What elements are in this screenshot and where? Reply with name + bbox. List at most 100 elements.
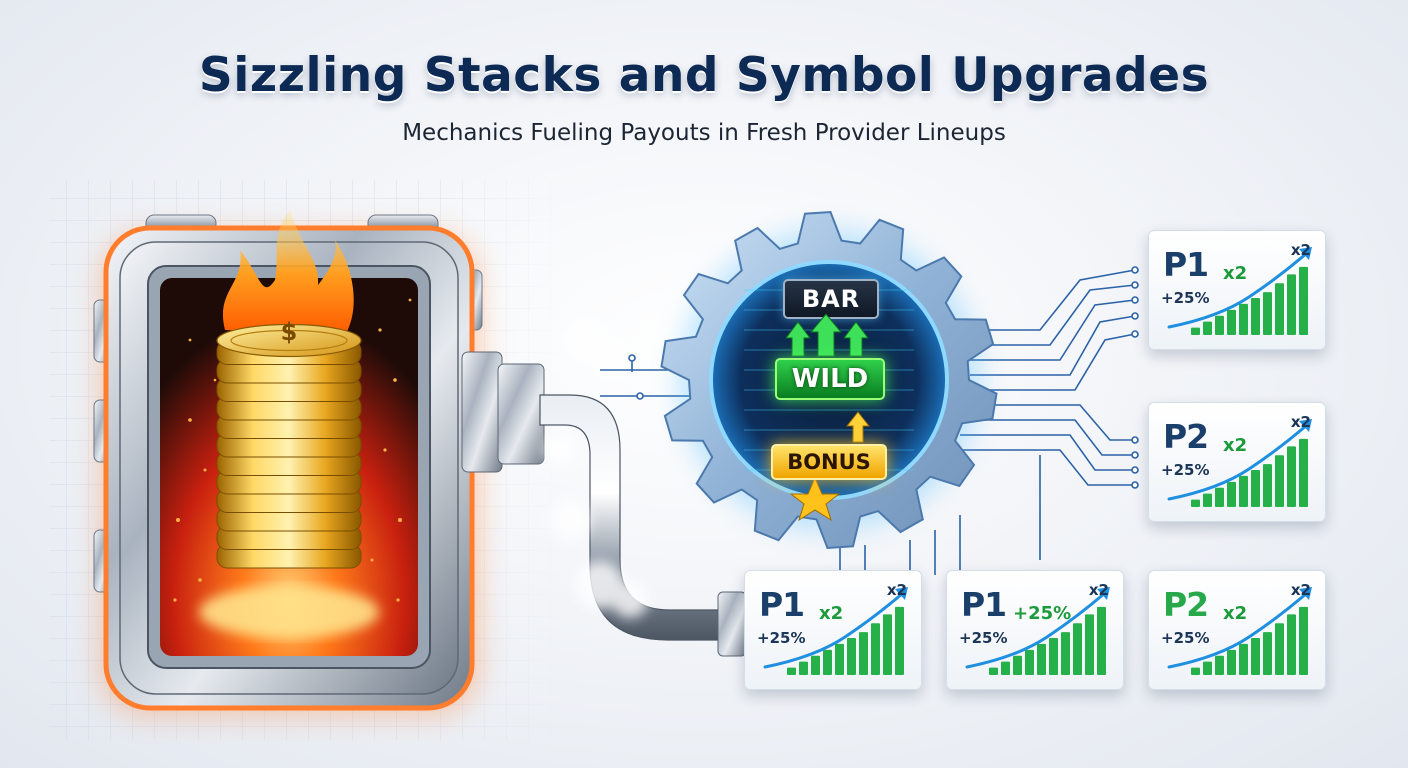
- top-multiplier: x2: [1290, 581, 1311, 599]
- boost-percent: +25%: [757, 629, 806, 647]
- chart-bar: [1227, 481, 1236, 507]
- chart-bar: [1251, 470, 1260, 507]
- coin-rim: [230, 329, 348, 352]
- chart-bar: [1299, 606, 1308, 675]
- chart-bar: [1287, 274, 1296, 335]
- provider-label: P1: [1163, 245, 1209, 284]
- chart-bar: [1097, 606, 1106, 675]
- chart-bar: [1251, 638, 1260, 675]
- chart-bar: [799, 661, 808, 675]
- chart-bar: [1227, 309, 1236, 335]
- bars: [1191, 606, 1308, 675]
- bars: [787, 606, 904, 675]
- wild-symbol: WILD: [775, 358, 885, 400]
- chart-bar: [1013, 655, 1022, 675]
- chart-bar: [1215, 487, 1224, 507]
- chart-bar: [883, 614, 892, 675]
- chart-bar: [1263, 632, 1272, 675]
- chart-bar: [1239, 643, 1248, 675]
- page-subtitle: Mechanics Fueling Payouts in Fresh Provi…: [402, 120, 1006, 146]
- trend-line: [1167, 591, 1309, 669]
- chart-bar: [1203, 661, 1212, 675]
- chart-bar: [1215, 655, 1224, 675]
- top-multiplier: x2: [1290, 241, 1311, 259]
- provider-label: P2: [1163, 417, 1209, 456]
- chart-bar: [859, 632, 868, 675]
- coin-dollar-label: $: [280, 318, 298, 346]
- growth-chart: [1167, 247, 1312, 335]
- chart-bar: [1191, 499, 1200, 507]
- top-multiplier: x2: [1088, 581, 1109, 599]
- provider-label: P2: [1163, 585, 1209, 624]
- chart-bar: [1239, 475, 1248, 507]
- top-multiplier: x2: [886, 581, 907, 599]
- chart-bar: [1203, 321, 1212, 335]
- chart-bar: [1251, 298, 1260, 335]
- growth-chart: [763, 587, 908, 675]
- chart-bar: [1275, 623, 1284, 675]
- chart-bar: [1275, 283, 1284, 335]
- chart-bar: [1025, 649, 1034, 675]
- chart-bar: [1287, 614, 1296, 675]
- chart-bar: [811, 655, 820, 675]
- provider-card: P2 x2 x2 +25%: [1148, 570, 1326, 690]
- provider-card: P2 x2 x2 +25%: [1148, 402, 1326, 522]
- chart-bar: [1215, 315, 1224, 335]
- chart-bar: [1263, 292, 1272, 335]
- trend-line: [1167, 423, 1309, 501]
- trend-arrow-icon: [1299, 247, 1312, 260]
- bars: [1191, 438, 1308, 507]
- chart-bar: [1203, 493, 1212, 507]
- chart-bar: [823, 649, 832, 675]
- bonus-symbol: BONUS: [771, 444, 887, 480]
- trend-arrow-icon: [895, 587, 908, 600]
- mid-multiplier: +25%: [1013, 603, 1072, 624]
- trend-arrow-icon: [1299, 419, 1312, 432]
- chart-bar: [1073, 623, 1082, 675]
- mid-multiplier: x2: [1223, 263, 1248, 284]
- chart-bar: [1061, 632, 1070, 675]
- circuit-lines: [600, 266, 1139, 575]
- growth-chart: [965, 587, 1110, 675]
- chart-bar: [1227, 649, 1236, 675]
- provider-card: P1 x2 x2 +25%: [1148, 230, 1326, 350]
- provider-card: P1 x2 x2 +25%: [744, 570, 922, 690]
- growth-chart: [1167, 587, 1312, 675]
- chart-bar: [871, 623, 880, 675]
- trend-line: [763, 591, 905, 669]
- bars: [989, 606, 1106, 675]
- provider-card: P1 +25% x2 +25%: [946, 570, 1124, 690]
- chart-bar: [1001, 661, 1010, 675]
- chart-bar: [847, 638, 856, 675]
- chart-bar: [787, 667, 796, 675]
- trend-arrow-icon: [1097, 587, 1110, 600]
- chart-bar: [1085, 614, 1094, 675]
- chart-bar: [1049, 638, 1058, 675]
- boost-percent: +25%: [959, 629, 1008, 647]
- mid-multiplier: x2: [1223, 603, 1248, 624]
- boost-percent: +25%: [1161, 461, 1210, 479]
- page-title: Sizzling Stacks and Symbol Upgrades: [198, 48, 1210, 103]
- chart-bar: [1275, 455, 1284, 507]
- bar-symbol: BAR: [783, 279, 879, 319]
- chart-bar: [1287, 446, 1296, 507]
- coin-stack-icon: [216, 323, 362, 569]
- trend-line: [1167, 251, 1309, 329]
- boost-percent: +25%: [1161, 629, 1210, 647]
- trend-line: [965, 591, 1107, 669]
- chart-bar: [1263, 464, 1272, 507]
- chart-bar: [1239, 303, 1248, 335]
- top-multiplier: x2: [1290, 413, 1311, 431]
- growth-chart: [1167, 419, 1312, 507]
- chart-bar: [1191, 327, 1200, 335]
- chart-bar: [1299, 438, 1308, 507]
- steam-pipe: [461, 318, 747, 657]
- mid-multiplier: x2: [819, 603, 844, 624]
- boost-percent: +25%: [1161, 289, 1210, 307]
- provider-label: P1: [759, 585, 805, 624]
- chart-bar: [1037, 643, 1046, 675]
- chart-bar: [895, 606, 904, 675]
- trend-arrow-icon: [1299, 587, 1312, 600]
- chart-bar: [1191, 667, 1200, 675]
